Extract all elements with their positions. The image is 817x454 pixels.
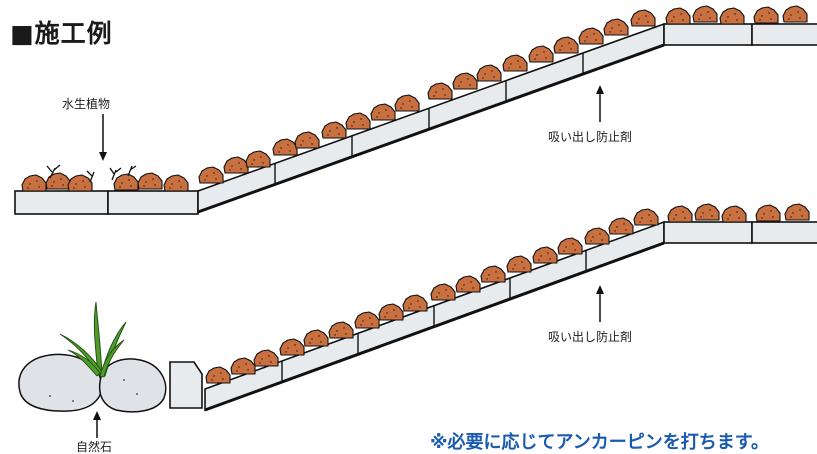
aquatic-plants-arrow-icon [99,114,107,161]
bottom-slope-blocks [204,220,665,412]
anti-suction-bottom-arrow-icon [596,285,604,322]
bottom-upper-blocks [663,221,817,244]
page-title: ■施工例 [10,19,113,48]
top-upper-blocks [663,23,817,46]
bottom-edge-block [169,361,203,409]
anchor-pin-note: ※必要に応じてアンカーピンを打ちます。 [430,432,769,453]
natural-stone-icon [18,353,167,413]
aquatic-plant-icon [46,164,137,183]
bottom-section: 吸い出し防止剤 自然石 [18,203,817,454]
top-slope-blocks [197,22,665,214]
top-section: 水生植物 吸い出し防止剤 [14,5,817,215]
anti-suction-bottom-label: 吸い出し防止剤 [548,329,632,344]
top-flat-blocks [14,190,199,215]
aquatic-plants-label: 水生植物 [62,96,110,111]
natural-stone-label: 自然石 [76,439,112,454]
natural-stone-arrow-icon [93,411,101,438]
anti-suction-top-label: 吸い出し防止剤 [548,129,632,144]
grass-icon [59,301,127,378]
anti-suction-top-arrow-icon [596,85,604,122]
